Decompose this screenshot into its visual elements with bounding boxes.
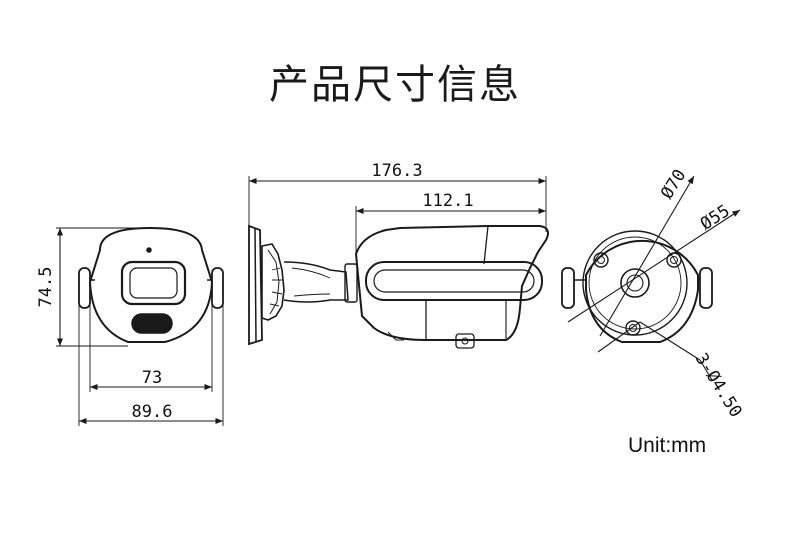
back-housing [585, 239, 699, 343]
bracket-arm [283, 261, 349, 303]
mount-hole-1 [593, 252, 609, 268]
base-outer-diameter-label: Ø70 [657, 166, 690, 203]
front-height-label: 74.5 [36, 267, 56, 308]
base-inner-diameter-label: Ø55 [697, 201, 734, 235]
back-dimensions [567, 175, 741, 381]
back-view [561, 230, 713, 343]
front-outer-width-label: 89.6 [132, 402, 173, 422]
wall-plate [248, 224, 263, 346]
back-right-knob [699, 267, 713, 309]
left-knob [78, 267, 91, 309]
side-body-length-label: 112.1 [422, 191, 473, 211]
mount-hole-2 [666, 252, 682, 268]
side-view [248, 224, 549, 349]
front-inner-width-label: 73 [142, 368, 162, 388]
side-total-length-label: 176.3 [371, 161, 422, 181]
center-mount [620, 268, 650, 298]
unit-label: Unit:mm [628, 434, 707, 457]
camera-housing [354, 225, 549, 341]
sun-shield [365, 261, 543, 301]
front-dimensions [56, 227, 224, 426]
bracket-base [261, 243, 285, 321]
mount-hole-3 [625, 320, 641, 336]
right-knob [211, 267, 224, 309]
ir-window [131, 313, 173, 334]
lens-window [120, 260, 187, 306]
front-view [78, 226, 224, 343]
back-left-knob [561, 267, 575, 309]
side-dimensions [248, 176, 547, 254]
page-title: 产品尺寸信息 [269, 62, 521, 108]
base-circle-outer [582, 230, 688, 336]
mount-holes-label: 3-Ø4.50 [691, 350, 746, 421]
